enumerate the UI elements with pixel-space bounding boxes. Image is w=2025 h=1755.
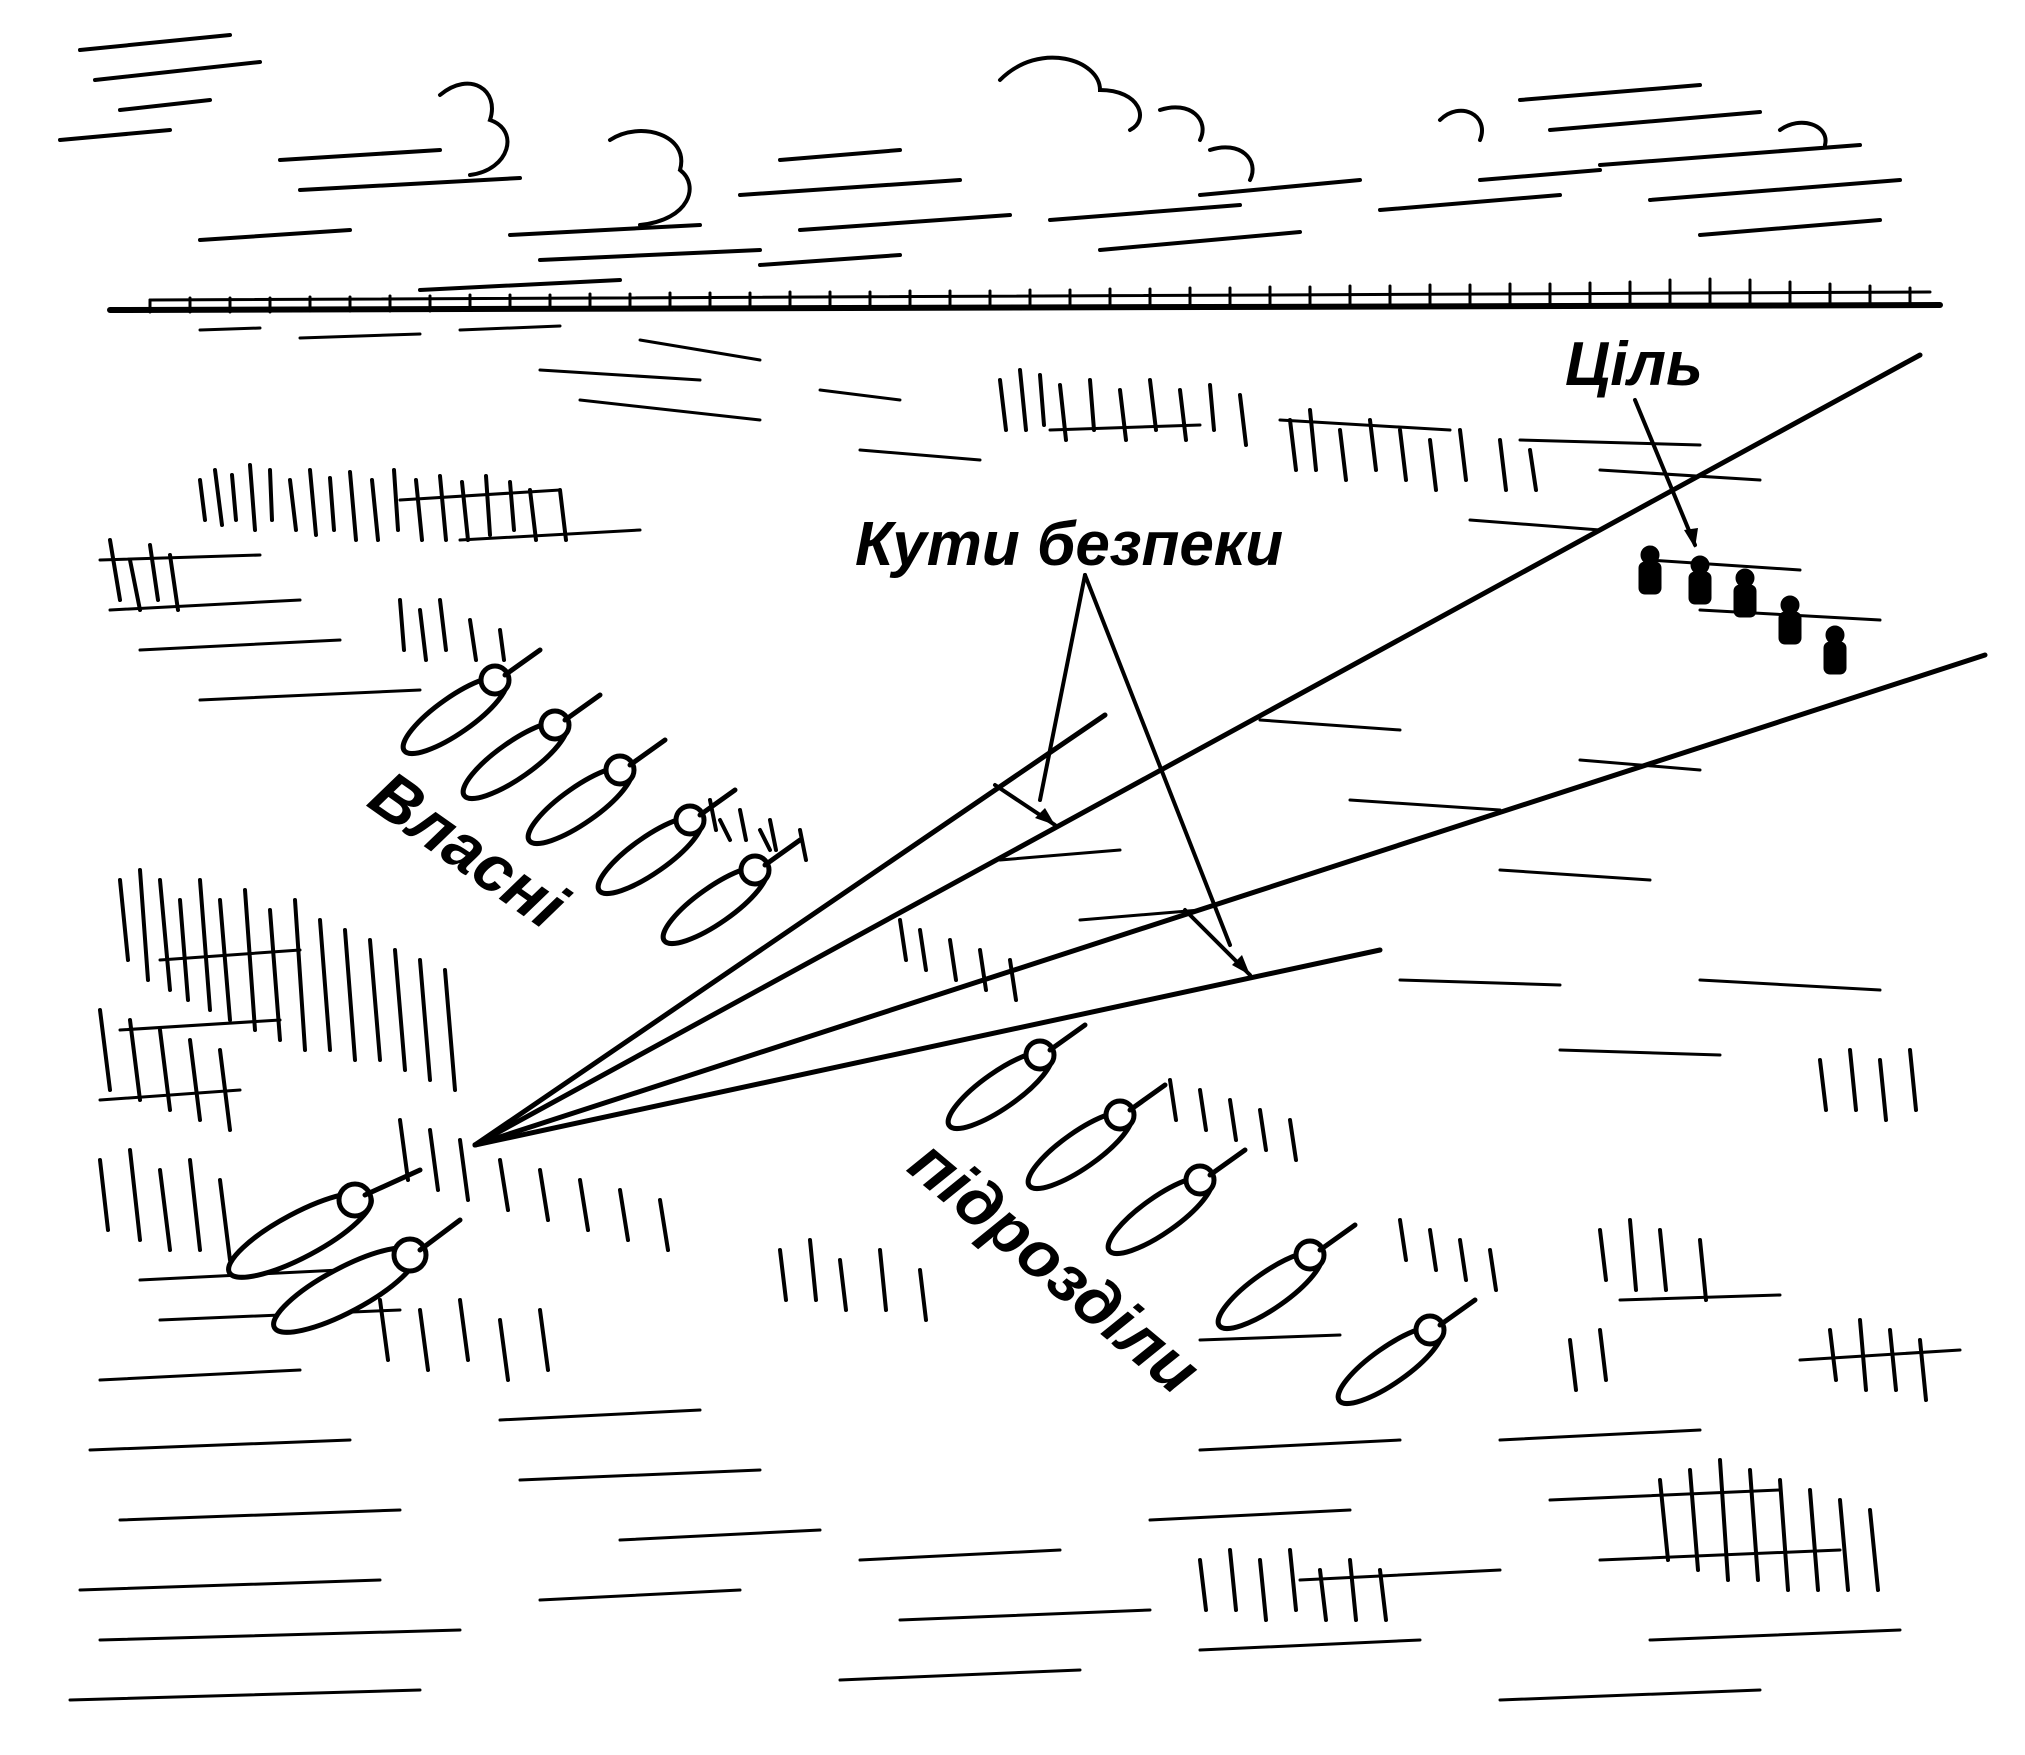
target-figure (1733, 568, 1757, 618)
soldier-figure (1215, 1222, 1358, 1331)
soldier-figure (660, 837, 803, 946)
arrowhead-icon (1684, 528, 1698, 548)
arrowhead-icon (1035, 808, 1055, 825)
sky-clouds (58, 33, 1902, 292)
safety-angles-label: Кути безпеки (855, 510, 1283, 579)
own-units-lower-group (945, 1022, 1478, 1406)
sector-line-target-left (472, 352, 1923, 1148)
fire-sector-lines (472, 352, 1988, 1148)
shooters-at-origin (226, 1167, 463, 1335)
target-figures (1638, 545, 1847, 675)
sector-line-right-limit (472, 947, 1383, 1148)
pointer-line-upper (1038, 573, 1087, 802)
pointer-line-lower (1083, 573, 1232, 947)
sector-line-target-right (472, 652, 1988, 1148)
soldier-figure (595, 787, 738, 896)
horizon-treeline (107, 277, 1943, 314)
own-units-upper-group (400, 647, 803, 946)
soldier-figure (1025, 1082, 1168, 1191)
target-figure (1688, 555, 1712, 605)
target-figure (1638, 545, 1662, 595)
soldier-figure (460, 692, 603, 801)
soldier-figure (525, 737, 668, 846)
soldier-figure (400, 647, 543, 756)
arrowhead-icon (1232, 955, 1250, 975)
target-figure (1823, 625, 1847, 675)
target-pointer-line (1633, 398, 1697, 547)
safety-angle-pointers (993, 398, 1697, 977)
target-label: Ціль (1565, 330, 1703, 399)
pointer-arrowheads (1035, 528, 1698, 975)
soldier-figure (271, 1217, 463, 1335)
soldier-figure (945, 1022, 1088, 1131)
soldier-figure (226, 1167, 423, 1280)
target-figure (1778, 595, 1802, 645)
vegetation (98, 368, 1928, 1622)
soldier-figure (1105, 1147, 1248, 1256)
soldier-figure (1335, 1297, 1478, 1406)
